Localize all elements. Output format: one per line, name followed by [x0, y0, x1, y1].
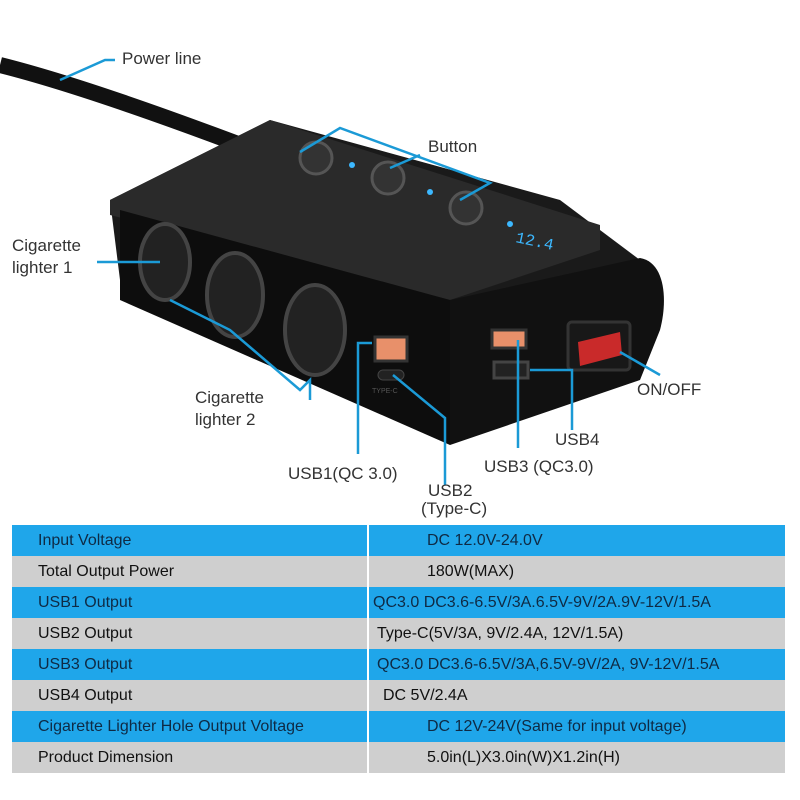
spec-label: Total Output Power	[12, 556, 367, 587]
spec-label: Cigarette Lighter Hole Output Voltage	[12, 711, 367, 742]
svg-text:TYPE-C: TYPE-C	[372, 388, 398, 395]
label-usb2-l2: (Type-C)	[421, 499, 488, 518]
spec-value: DC 12.0V-24.0V	[369, 525, 785, 556]
typec-port-label: TYPE-C	[372, 388, 398, 395]
label-lighter2-l2: lighter 2	[195, 410, 256, 429]
spec-value: DC 12V-24V(Same for input voltage)	[369, 711, 785, 742]
spec-value: QC3.0 DC3.6-6.5V/3A.6.5V-9V/2A.9V-12V/1.…	[369, 587, 785, 618]
lighter-socket-3	[283, 283, 347, 377]
spec-value: DC 5V/2.4A	[369, 680, 785, 711]
label-lighter1-l2: lighter 1	[12, 258, 73, 277]
car-charger-device-image: 12.4	[0, 57, 664, 485]
callout-lines	[59, 58, 661, 485]
label-usb3: USB3 (QC3.0)	[484, 457, 594, 476]
on-off-switch	[578, 332, 622, 366]
label-lighter1-l1: Cigarette	[12, 236, 81, 255]
label-usb4: USB4	[555, 430, 600, 449]
label-usb1: USB1(QC 3.0)	[288, 464, 398, 483]
spec-value: 5.0in(L)X3.0in(W)X1.2in(H)	[369, 742, 785, 773]
buttons	[298, 140, 513, 227]
spec-value: Type-C(5V/3A, 9V/2.4A, 12V/1.5A)	[369, 618, 785, 649]
label-button: Button	[428, 137, 478, 156]
label-power-line: Power line	[122, 49, 202, 68]
spec-label: USB1 Output	[12, 587, 367, 618]
usb3-port	[490, 328, 528, 350]
spec-label: USB3 Output	[12, 649, 367, 680]
spec-label: USB2 Output	[12, 618, 367, 649]
spec-label: Input Voltage	[12, 525, 367, 556]
label-usb2-l1: USB2	[428, 481, 473, 500]
label-lighter2-l1: Cigarette	[195, 388, 264, 407]
usb1-port	[373, 335, 409, 363]
device-side	[450, 258, 664, 445]
spec-value: 180W(MAX)	[369, 556, 785, 587]
spec-value: QC3.0 DC3.6-6.5V/3A,6.5V-9V/2A, 9V-12V/1…	[369, 649, 785, 680]
spec-label: Product Dimension	[12, 742, 367, 773]
spec-label: USB4 Output	[12, 680, 367, 711]
usb4-port	[492, 360, 530, 380]
lighter-socket-2	[205, 251, 265, 339]
label-on-off: ON/OFF	[637, 380, 702, 399]
